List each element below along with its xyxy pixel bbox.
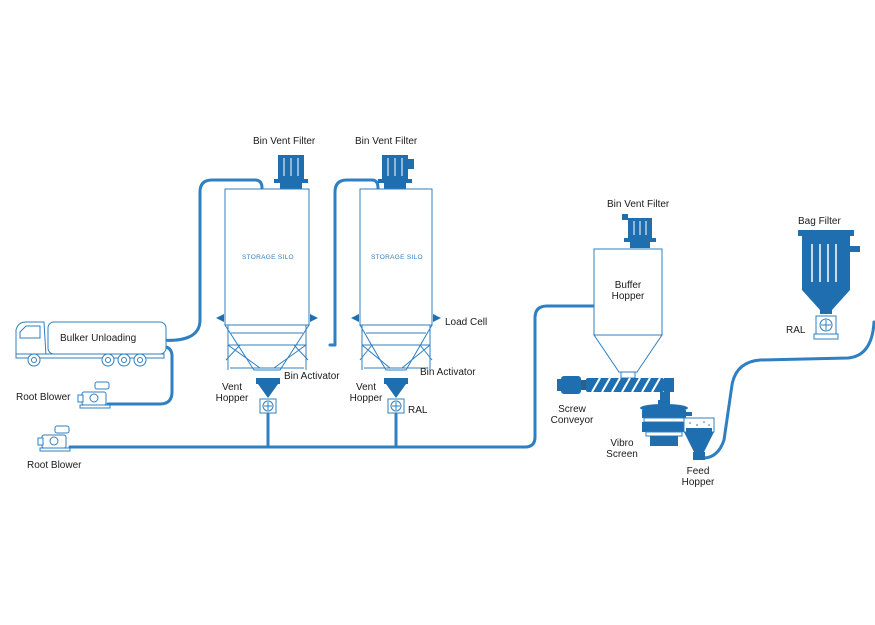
label-vent-hopper-1: Vent Hopper <box>215 382 249 404</box>
label-storage-silo-2: STORAGE SILO <box>371 254 423 261</box>
feed-to-bagfilter-pipe <box>701 320 875 460</box>
root-blower-1-icon <box>77 381 111 409</box>
ral-2-icon <box>387 398 405 414</box>
vent-hopper-2-icon <box>384 378 408 384</box>
label-feed-hopper: Feed Hopper <box>681 466 715 488</box>
truck-cab <box>15 321 47 357</box>
ral-3-icon <box>813 315 839 340</box>
label-storage-silo-1: STORAGE SILO <box>242 254 294 261</box>
buffer-hopper-body <box>593 248 663 336</box>
storage-silo-2 <box>351 155 441 414</box>
label-bin-activator-1: Bin Activator <box>284 371 340 382</box>
label-bag-filter: Bag Filter <box>798 216 841 227</box>
silo-1-cone <box>224 324 310 371</box>
buffer-hopper-cone <box>593 334 663 373</box>
bulker-to-silo1-pipe <box>158 178 264 342</box>
feed-hopper-icon <box>683 417 715 460</box>
label-load-cell: Load Cell <box>445 317 488 328</box>
root-blower-2-icon <box>37 425 71 452</box>
silo-2-cone <box>359 324 433 371</box>
main-conveying-line <box>68 304 596 449</box>
bulker-truck <box>15 321 167 367</box>
label-root-blower-2: Root Blower <box>27 460 82 471</box>
silo-2-body <box>359 188 433 326</box>
bag-filter-body <box>802 236 850 290</box>
label-root-blower-1: Root Blower <box>16 392 71 403</box>
label-ral-2: RAL <box>786 325 806 336</box>
label-bulker-unloading: Bulker Unloading <box>60 333 137 344</box>
label-vibro-screen: Vibro Screen <box>606 438 638 460</box>
storage-silo-1 <box>216 155 318 414</box>
vent-hopper-1-icon <box>256 378 280 384</box>
silo-1-body <box>224 188 310 326</box>
label-screw-conveyor: Screw Conveyor <box>550 404 594 426</box>
label-buffer-hopper: Buffer Hopper <box>611 280 645 302</box>
vibro-screen-icon <box>640 400 692 446</box>
label-ral-1: RAL <box>408 405 428 416</box>
bag-filter-icon <box>798 230 860 340</box>
label-bin-activator-2: Bin Activator <box>420 367 476 378</box>
blower1-to-bulker-pipe <box>106 344 174 406</box>
label-bin-vent-filter-1: Bin Vent Filter <box>253 136 316 147</box>
buffer-hopper <box>593 214 663 379</box>
screw-conveyor-icon <box>557 376 674 402</box>
label-bin-vent-filter-2: Bin Vent Filter <box>355 136 418 147</box>
label-bin-vent-filter-3: Bin Vent Filter <box>607 199 670 210</box>
conveying-pipes <box>68 178 875 460</box>
silo1-to-silo2-pipe <box>328 178 380 347</box>
ral-1-icon <box>259 398 277 414</box>
label-vent-hopper-2: Vent Hopper <box>349 382 383 404</box>
